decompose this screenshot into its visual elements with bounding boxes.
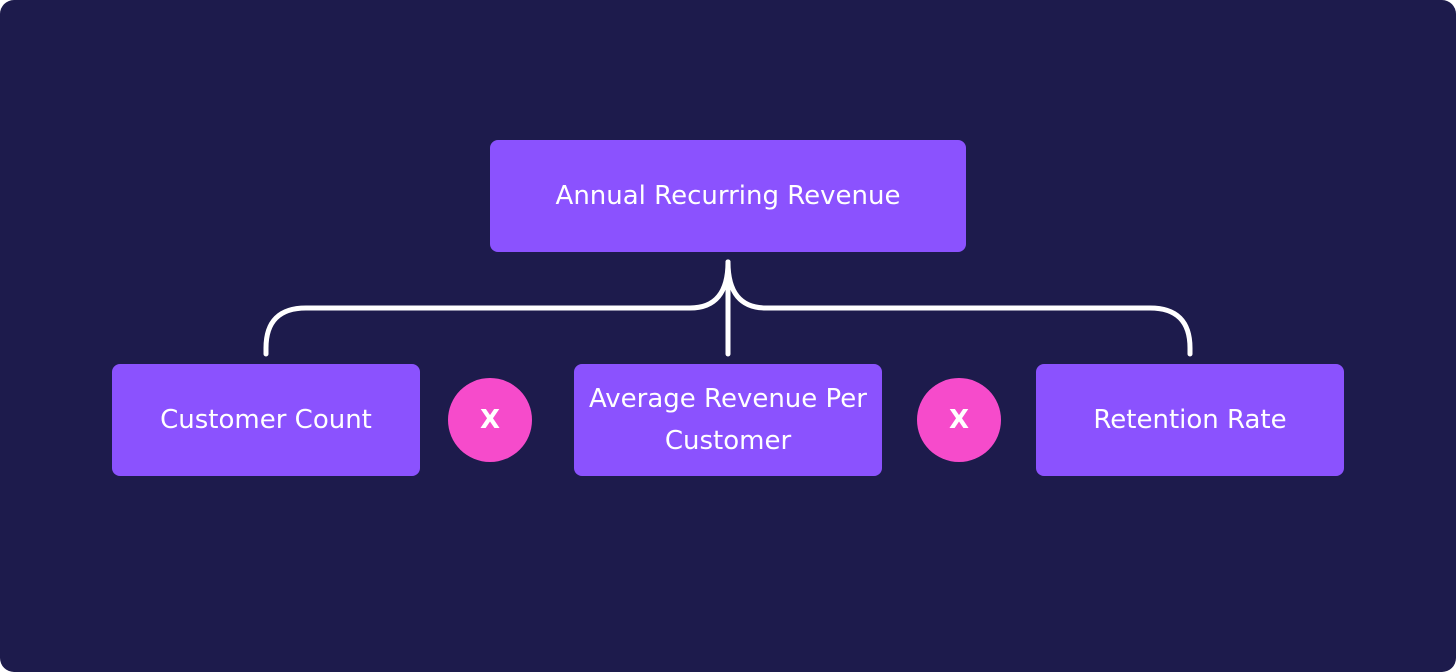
connector-right [725, 259, 1193, 357]
operator-label: X [479, 405, 501, 435]
root-node: Annual Recurring Revenue [490, 140, 966, 252]
factor-node-customer-count: Customer Count [112, 364, 420, 476]
factor-node-average-revenue: Average Revenue Per Customer [574, 364, 882, 476]
multiply-operator: X [448, 378, 532, 462]
factor-node-label: Average Revenue Per Customer [589, 384, 867, 456]
operator-label: X [948, 405, 970, 435]
root-node-label: Annual Recurring Revenue [555, 181, 901, 211]
factor-node-retention-rate: Retention Rate [1036, 364, 1344, 476]
factor-node-label: Retention Rate [1093, 405, 1287, 435]
multiply-operator: X [917, 378, 1001, 462]
factor-node-label: Customer Count [160, 405, 372, 435]
connector-left [263, 259, 731, 357]
